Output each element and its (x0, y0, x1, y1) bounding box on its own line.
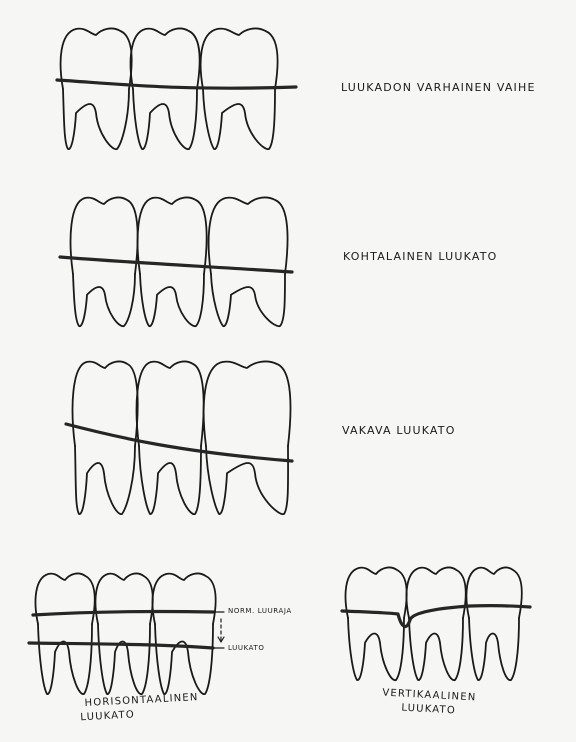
row5-tooth-1-roots (348, 618, 404, 680)
row5-tooth-3-crown (466, 567, 521, 618)
vertical-caption: VERTIKAALINEN LUUKATO (373, 686, 484, 720)
row4-tooth-2-roots (98, 624, 150, 694)
row1-tooth-3-crown (201, 28, 278, 89)
normal-bone-level-label: NORM. LUURAJA (228, 607, 292, 615)
horizontal-loss-teeth (35, 573, 215, 694)
row1-tooth-1-roots (63, 89, 129, 149)
row1-tooth-2-roots (133, 89, 197, 149)
row5-tooth-2-roots (409, 618, 463, 680)
stage-label-early: LUUKADON VARHAINEN VAIHE (341, 81, 536, 94)
stage-severe-teeth (73, 361, 291, 514)
bone-line-normal (33, 611, 213, 615)
row3-tooth-1-roots (75, 446, 135, 514)
row2-tooth-1-roots (73, 274, 135, 326)
vertical-loss-teeth (346, 567, 522, 680)
stage-label-severe: VAKAVA LUUKATO (342, 424, 456, 437)
bone-line-early (57, 80, 296, 88)
bone-line-vertical (342, 606, 530, 627)
row4-tooth-1-crown (35, 573, 94, 624)
row2-tooth-2-roots (140, 274, 204, 326)
row2-tooth-3-crown (209, 197, 288, 274)
row3-tooth-2-crown (137, 361, 204, 446)
row5-tooth-3-roots (469, 618, 519, 680)
stage-moderate-teeth (71, 197, 288, 326)
row3-tooth-2-roots (139, 446, 201, 514)
row2-tooth-3-roots (211, 274, 285, 326)
bone-line-moderate (60, 257, 292, 272)
bone-loss-marker-label: LUUKATO (228, 644, 265, 652)
row1-tooth-3-roots (203, 89, 275, 149)
row4-tooth-2-crown (95, 573, 152, 624)
bone-line-severe (66, 424, 292, 461)
row4-tooth-1-roots (38, 624, 92, 694)
row3-tooth-3-crown (204, 361, 291, 446)
row4-tooth-3-roots (155, 624, 213, 694)
row4-tooth-3-crown (153, 573, 216, 624)
stage-label-moderate: KOHTALAINEN LUUKATO (343, 250, 498, 263)
row1-tooth-2-crown (131, 28, 200, 89)
